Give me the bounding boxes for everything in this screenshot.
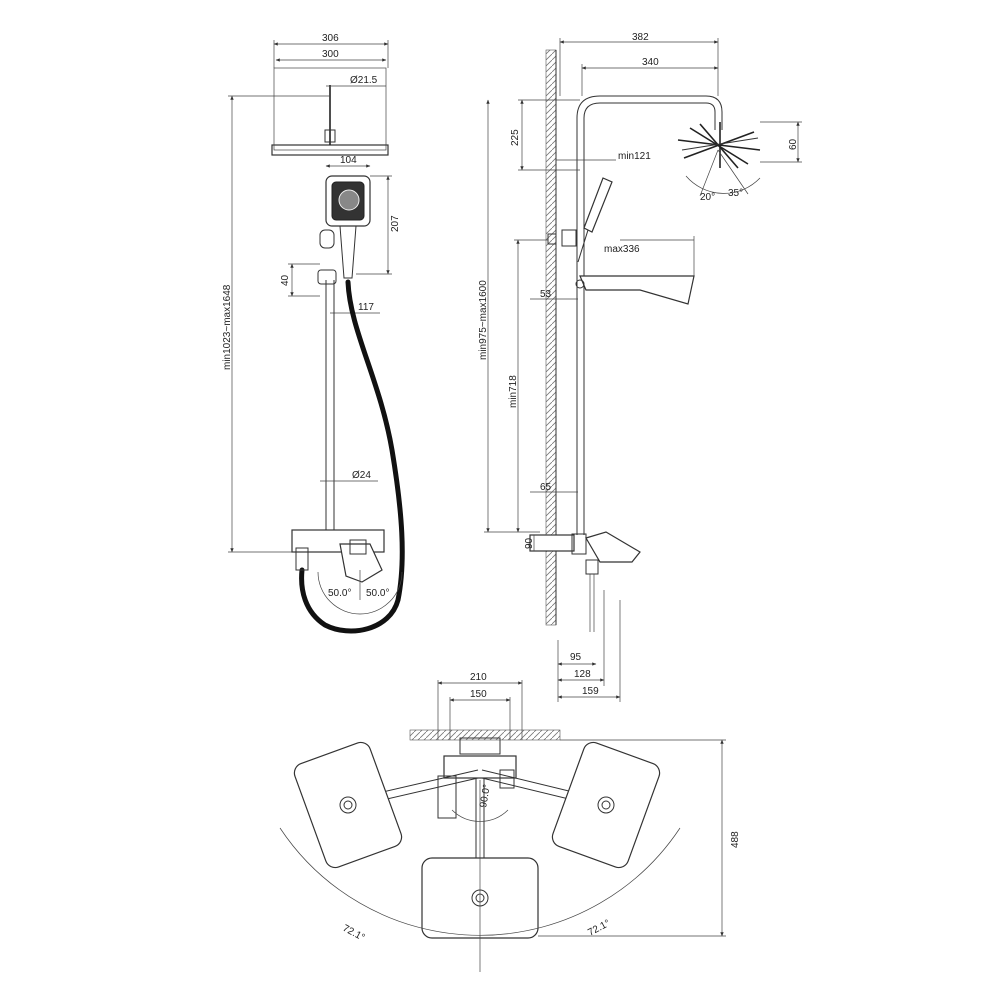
dim-min718: min718	[508, 375, 519, 408]
side-spout	[579, 275, 695, 305]
dim-53: 53	[540, 289, 552, 300]
top-mixer	[443, 755, 517, 779]
side-hand-shower	[583, 177, 613, 233]
side-view: 20° 35° 382 340 225 60 min121 max3	[478, 32, 802, 702]
top-head-right	[551, 741, 661, 869]
top-angle-center: 90.0°	[478, 783, 493, 808]
dim-340: 340	[642, 57, 659, 68]
dim-max336: max336	[604, 244, 640, 255]
dim-488: 488	[730, 831, 741, 848]
dim-90: 90	[524, 537, 535, 549]
dim-height-front: min1023~max1648	[222, 284, 233, 370]
dim-128: 128	[574, 669, 591, 680]
top-wall	[409, 729, 561, 741]
dim-117: 117	[358, 302, 374, 313]
top-angle-right: 72.1°	[586, 918, 612, 939]
dim-65: 65	[540, 482, 552, 493]
dim-300: 300	[322, 49, 339, 60]
dim-159: 159	[582, 686, 599, 697]
dim-104: 104	[340, 155, 357, 166]
dim-60: 60	[788, 138, 799, 150]
dim-210: 210	[470, 672, 487, 683]
dim-height-side: min975~max1600	[478, 280, 489, 360]
top-angle-left: 72.1°	[341, 923, 367, 944]
top-head-left	[293, 741, 403, 869]
front-angle-right: 50.0°	[366, 588, 389, 599]
dim-95: 95	[570, 652, 582, 663]
dim-225: 225	[510, 129, 521, 146]
side-angle-20: 20°	[700, 192, 715, 203]
side-mixer	[529, 534, 575, 552]
front-view: 306 300 Ø21.5 min1023~max1648 104 207 40	[222, 33, 405, 634]
front-hose	[299, 279, 405, 634]
side-overhead-head	[677, 122, 761, 169]
dim-306: 306	[322, 33, 339, 44]
dim-diam-24: Ø24	[352, 470, 371, 481]
top-view: 210 150 90.0° 72.1° 72.1°	[279, 672, 741, 972]
dim-382: 382	[632, 32, 649, 43]
dim-diam-21-5: Ø21.5	[350, 75, 378, 86]
front-head-outline	[273, 67, 387, 151]
dim-40: 40	[280, 274, 291, 286]
dim-150: 150	[470, 689, 487, 700]
front-angle-left: 50.0°	[328, 588, 351, 599]
side-angle-35: 35°	[728, 188, 743, 199]
dim-min121: min121	[618, 151, 651, 162]
dim-207: 207	[390, 215, 401, 232]
